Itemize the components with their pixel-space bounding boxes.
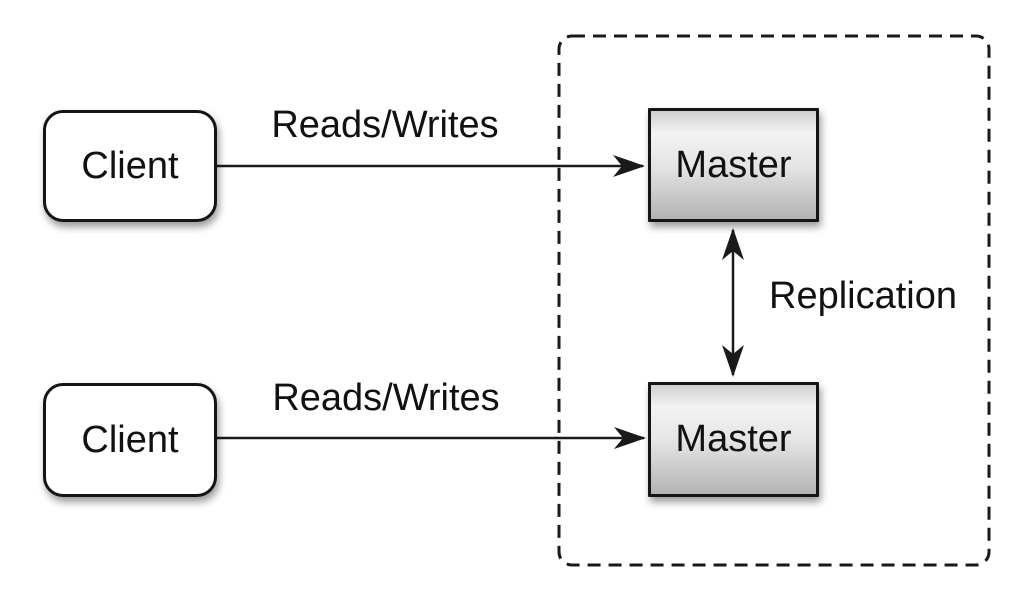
client-node-bottom: Client xyxy=(43,383,217,497)
master-node-top: Master xyxy=(648,108,819,222)
replication-group-boundary xyxy=(557,34,991,567)
reads-writes-label-top: Reads/Writes xyxy=(271,104,499,146)
replication-label: Replication xyxy=(769,275,957,317)
master-node-top-label: Master xyxy=(675,143,792,186)
client-node-top-label: Client xyxy=(81,144,179,187)
master-node-bottom: Master xyxy=(648,382,819,497)
reads-writes-label-bottom: Reads/Writes xyxy=(272,377,500,419)
client-node-top: Client xyxy=(43,110,217,222)
master-node-bottom-label: Master xyxy=(675,418,792,460)
client-node-bottom-label: Client xyxy=(81,418,179,461)
